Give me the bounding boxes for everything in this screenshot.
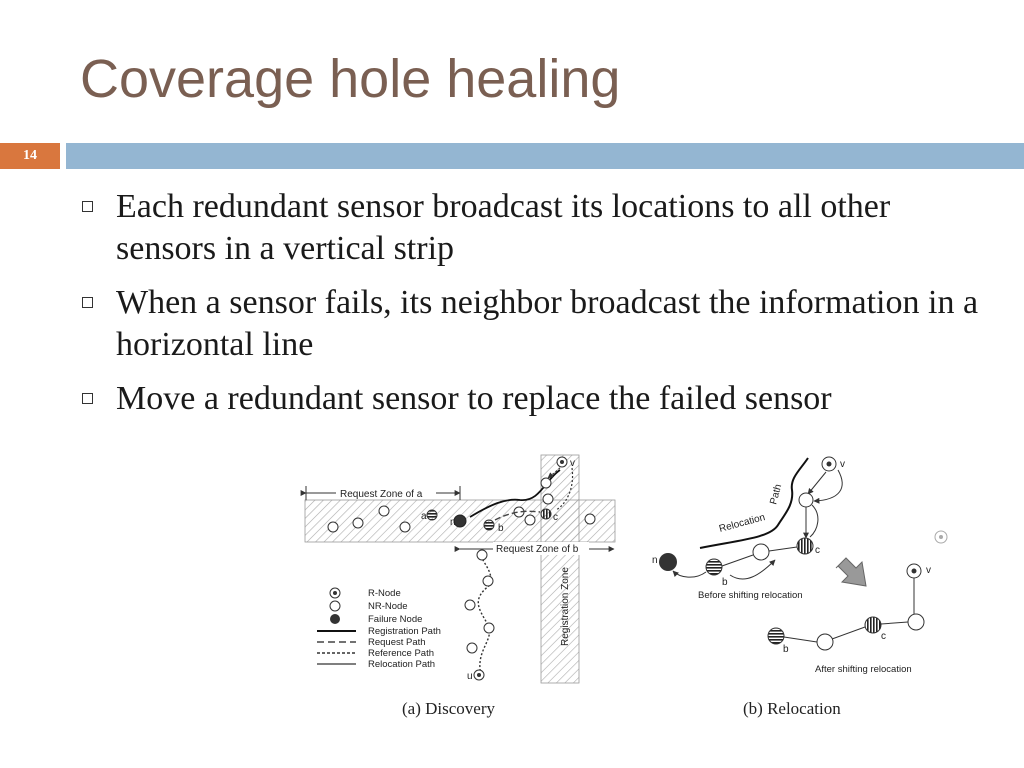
square-bullet-icon <box>82 297 93 308</box>
node-v-label: v <box>570 458 575 469</box>
relocation-diagram: v Path Relocation c b n Before shifting … <box>652 456 948 718</box>
reloc-node-b2-label: b <box>783 644 789 655</box>
after-relocation-caption: After shifting relocation <box>815 664 912 675</box>
reloc-node-v-label: v <box>840 459 845 470</box>
bullet-text: Move a redundant sensor to replace the f… <box>116 380 832 417</box>
vertical-registration-strip <box>540 454 580 684</box>
legend-relocation-path: Relocation Path <box>368 659 435 670</box>
request-zone-a-label: Request Zone of a <box>340 489 423 500</box>
bullet-item: Move a redundant sensor to replace the f… <box>80 378 980 420</box>
node-n-label: n <box>450 517 456 528</box>
node-c-label: c <box>553 512 558 523</box>
reloc-node-b-label: b <box>722 577 728 588</box>
discovery-caption: (a) Discovery <box>402 699 495 718</box>
page-number: 14 <box>0 143 60 169</box>
request-zone-b-label: Request Zone of b <box>496 544 579 555</box>
legend: R-Node NR-Node Failure Node Registration… <box>317 587 441 670</box>
node-a-label: a <box>421 511 427 522</box>
node-u-label: u <box>467 671 473 682</box>
discovery-diagram: Request Zone of a Request Zone of b Regi… <box>300 454 616 718</box>
legend-registration-path: Registration Path <box>368 626 441 637</box>
transition-arrow-icon <box>835 557 867 587</box>
relocation-label: Relocation <box>718 512 767 535</box>
slide-title: Coverage hole healing <box>80 49 621 109</box>
legend-failure-node: Failure Node <box>368 614 422 625</box>
bullet-text: When a sensor fails, its neighbor broadc… <box>116 284 979 363</box>
registration-zone-label: Registration Zone <box>560 567 571 646</box>
node-b-label: b <box>498 523 504 534</box>
before-relocation-caption: Before shifting relocation <box>698 590 803 601</box>
relocation-caption: (b) Relocation <box>743 699 841 718</box>
reloc-node-n-label: n <box>652 555 658 566</box>
legend-r-node: R-Node <box>368 588 401 599</box>
reloc-node-c-label: c <box>815 545 820 556</box>
title-divider-bar <box>66 143 1024 169</box>
reloc-node-c2-label: c <box>881 631 886 642</box>
legend-nr-node: NR-Node <box>368 601 408 612</box>
reloc-node-v2-label: v <box>926 565 931 576</box>
legend-request-path: Request Path <box>368 637 426 648</box>
coverage-healing-figure: Request Zone of a Request Zone of b Regi… <box>300 454 948 718</box>
bullet-text: Each redundant sensor broadcast its loca… <box>116 188 891 267</box>
bullet-item: Each redundant sensor broadcast its loca… <box>80 186 980 270</box>
bullet-item: When a sensor fails, its neighbor broadc… <box>80 282 980 366</box>
square-bullet-icon <box>82 201 93 212</box>
legend-reference-path: Reference Path <box>368 648 434 659</box>
square-bullet-icon <box>82 393 93 404</box>
path-label: Path <box>768 483 784 506</box>
bullet-list: Each redundant sensor broadcast its loca… <box>80 186 980 432</box>
